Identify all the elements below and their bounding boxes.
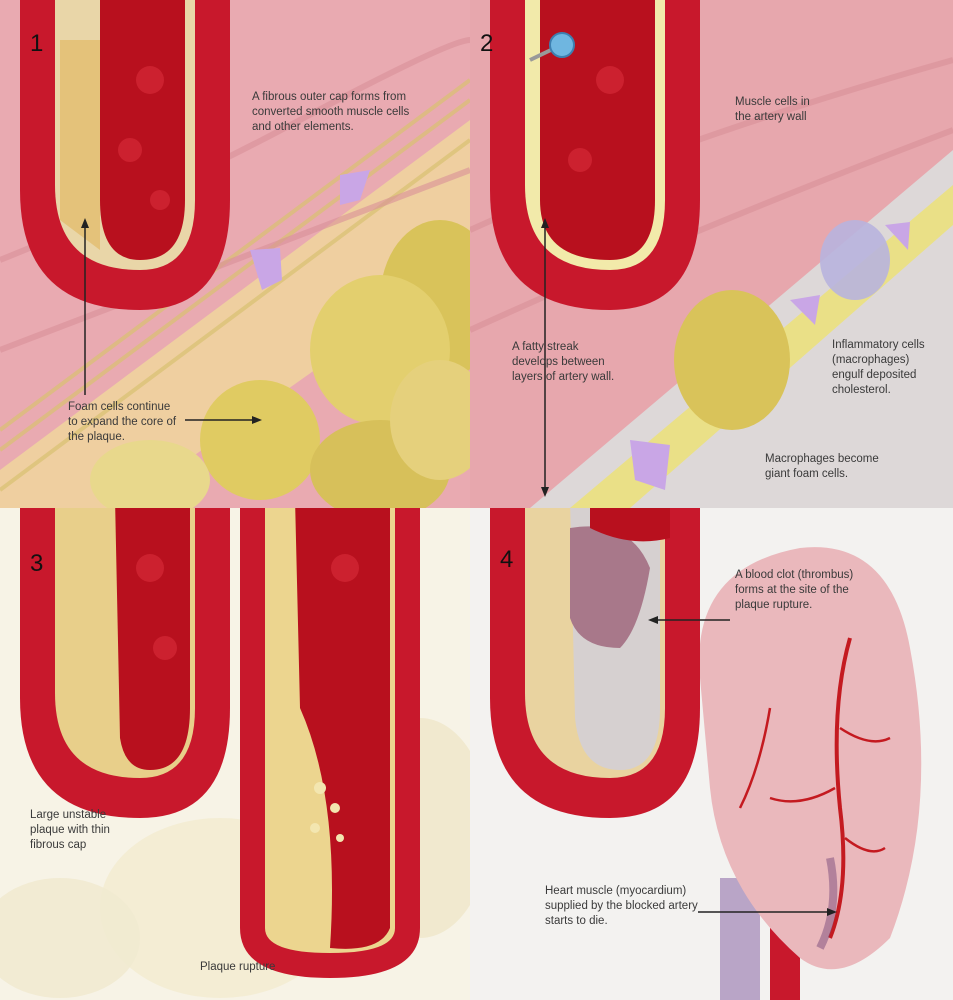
panel-number: 4 (500, 546, 513, 574)
foam-cells-label: Foam cells continue to expand the core o… (68, 400, 176, 445)
inflammatory-cells-label: Inflammatory cells (macrophages) engulf … (832, 338, 925, 398)
clot-label: A blood clot (thrombus) forms at the sit… (735, 568, 853, 613)
fibrous-cap-label: A fibrous outer cap forms from converted… (252, 90, 409, 135)
unstable-plaque-label: Large unstable plaque with thin fibrous … (30, 808, 110, 853)
artery-ruptured-plaque (240, 508, 420, 978)
panel-number: 1 (30, 30, 43, 58)
heart-muscle-label: Heart muscle (myocardium) supplied by th… (545, 884, 698, 929)
panel-4-illustration (470, 508, 953, 1000)
artery-cross-section (20, 0, 230, 310)
panel-4-heart-attack: 4 A blood clot (thrombus) forms at the s… (470, 508, 953, 1000)
panel-1-fibrous-cap: 1 A fibrous outer cap forms from convert… (0, 0, 470, 508)
panel-3-illustration (0, 508, 470, 1000)
fatty-streak-label: A fatty streak develops between layers o… (512, 340, 614, 385)
panel-number: 3 (30, 550, 43, 578)
artery-cross-section (490, 0, 700, 310)
plaque-rupture-label: Plaque rupture (200, 960, 275, 975)
artery-stable-plaque (20, 508, 230, 818)
macrophage-cell (820, 220, 890, 300)
panel-number: 2 (480, 30, 493, 58)
panel-3-plaque-rupture: 3 Large unstable plaque with thin fibrou… (0, 508, 470, 1000)
panel-2-illustration (470, 0, 953, 508)
macrophages-label: Macrophages become giant foam cells. (765, 452, 879, 482)
muscle-cells-label: Muscle cells in the artery wall (735, 95, 810, 125)
artery-with-clot (490, 508, 700, 818)
panel-2-fatty-streak: 2 Muscle cells in the artery wall A fatt… (470, 0, 953, 508)
heart-illustration (699, 547, 921, 1000)
giant-foam-cell (674, 290, 790, 430)
